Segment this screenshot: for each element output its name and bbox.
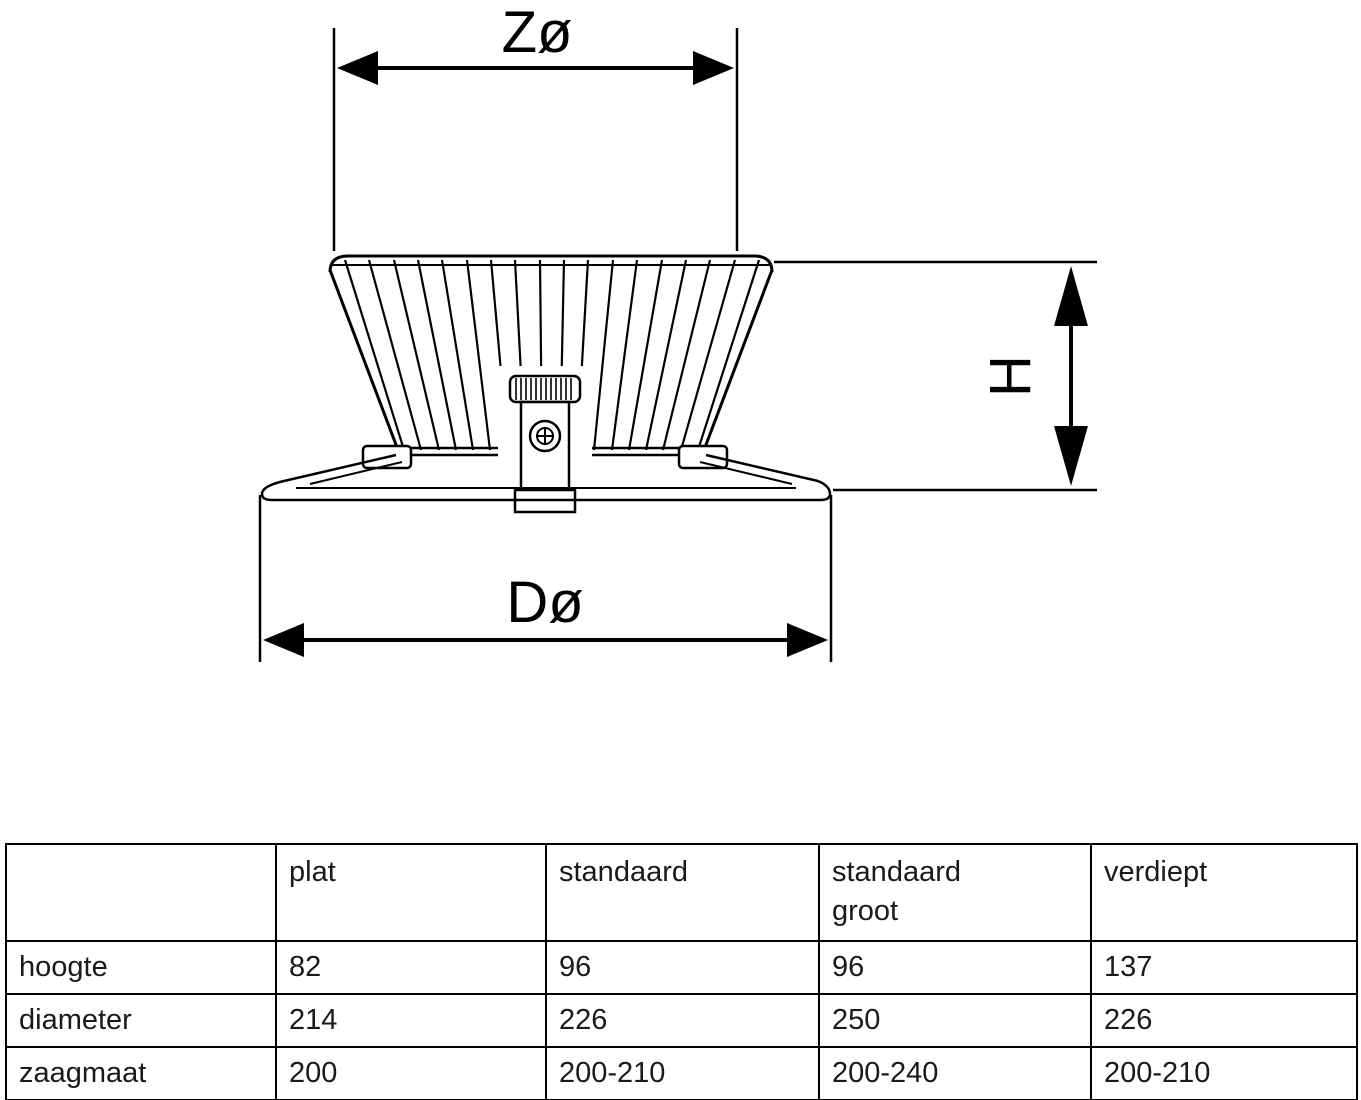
- arrowhead-left-icon: [337, 51, 378, 85]
- height-label: H: [978, 355, 1043, 397]
- row-label: zaagmaat: [5, 1046, 277, 1100]
- height-dimension: H: [774, 260, 1097, 492]
- table-row-hoogte: hoogte 82 96 96 137: [5, 940, 1358, 995]
- spec-cell: 200-240: [818, 1046, 1092, 1100]
- column-header-standaard: standaard: [545, 843, 820, 942]
- spec-cell: 96: [545, 940, 820, 995]
- table-row-diameter: diameter 214 226 250 226: [5, 993, 1358, 1048]
- arrowhead-down-icon: [1054, 426, 1088, 486]
- mounting-clip: [498, 366, 592, 516]
- arrowhead-right-icon: [787, 623, 828, 657]
- arrowhead-right-icon: [693, 51, 734, 85]
- spec-cell: 226: [545, 993, 820, 1048]
- d-diameter-label: Dø: [506, 570, 583, 635]
- table-row-zaagmaat: zaagmaat 200 200-210 200-240 200-210: [5, 1046, 1358, 1100]
- spec-cell: 82: [275, 940, 547, 995]
- spec-cell: 226: [1090, 993, 1358, 1048]
- spec-table: plat standaard standaard groot verdiept …: [5, 843, 1358, 1100]
- column-header-verdiept: verdiept: [1090, 843, 1358, 942]
- row-label: hoogte: [5, 940, 277, 995]
- spec-cell: 137: [1090, 940, 1358, 995]
- arrowhead-left-icon: [263, 623, 304, 657]
- row-label: diameter: [5, 993, 277, 1048]
- column-header-empty: [5, 843, 277, 942]
- z-diameter-label: Zø: [502, 0, 573, 65]
- z-diameter-dimension: Zø: [332, 0, 739, 251]
- spec-cell: 200-210: [1090, 1046, 1358, 1100]
- spec-cell: 200-210: [545, 1046, 820, 1100]
- trim-flange: [260, 453, 832, 502]
- column-header-standaard-groot: standaard groot: [818, 843, 1092, 942]
- technical-drawing: Zø: [258, 0, 1097, 662]
- spec-table-header-row: plat standaard standaard groot verdiept: [5, 843, 1358, 942]
- spec-cell: 214: [275, 993, 547, 1048]
- spec-cell: 200: [275, 1046, 547, 1100]
- arrowhead-up-icon: [1054, 266, 1088, 326]
- d-diameter-dimension: Dø: [258, 495, 833, 662]
- column-header-plat: plat: [275, 843, 547, 942]
- spec-cell: 96: [818, 940, 1092, 995]
- spec-cell: 250: [818, 993, 1092, 1048]
